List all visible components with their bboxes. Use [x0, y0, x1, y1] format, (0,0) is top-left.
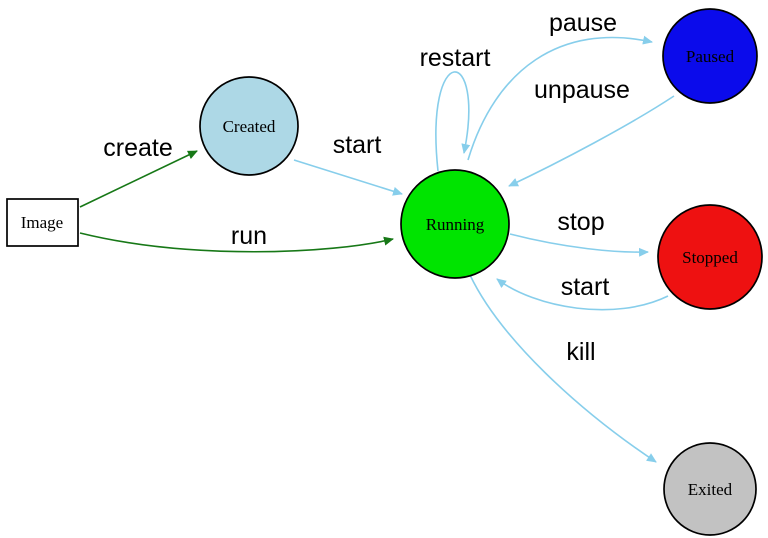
paused-node-label: Paused: [686, 47, 735, 66]
edge-kill-label: kill: [566, 338, 595, 366]
created-node-shape: [199, 76, 299, 176]
node-running: Running: [400, 169, 510, 279]
stopped-node-shape: [657, 204, 763, 310]
edges-layer: [79, 35, 675, 463]
edge-pause-arrow: [467, 35, 653, 161]
stopped-node-label: Stopped: [682, 248, 738, 267]
node-stopped: Stopped: [657, 204, 763, 310]
image-node-label: Image: [21, 213, 63, 232]
edge-run-label: run: [231, 222, 267, 250]
edge-stop-arrow: [509, 233, 649, 257]
running-node-shape: [400, 169, 510, 279]
nodes-layer: Image Created Running Paused Stopped Exi: [6, 8, 763, 536]
edge-create-label: create: [103, 134, 172, 162]
exited-node-label: Exited: [688, 480, 733, 499]
edge-start-created-running-arrow: [293, 159, 403, 196]
created-node-label: Created: [223, 117, 276, 136]
edge-kill-arrow: [469, 274, 657, 463]
edge-unpause-arrow: [508, 95, 675, 187]
node-created: Created: [199, 76, 299, 176]
node-image: Image: [6, 198, 79, 247]
node-exited: Exited: [663, 442, 757, 536]
edge-pause-label: pause: [549, 9, 617, 37]
edge-start-stopped-running-arrow: [496, 278, 669, 311]
edge-start-created-running-label: start: [333, 131, 382, 159]
edge-stop-label: stop: [557, 208, 604, 236]
running-node-label: Running: [426, 215, 485, 234]
edge-restart-selfloop-arrow: [435, 71, 471, 172]
paused-node-shape: [662, 8, 758, 104]
edge-run-arrow: [79, 232, 394, 253]
edge-labels-layer: create run start restart pause unpause s…: [103, 9, 630, 366]
edge-unpause-label: unpause: [534, 76, 630, 104]
edge-start-stopped-running-label: start: [561, 273, 610, 301]
edge-restart-label: restart: [420, 44, 491, 72]
node-paused: Paused: [662, 8, 758, 104]
edge-create-arrow: [79, 150, 198, 208]
exited-node-shape: [663, 442, 757, 536]
image-node-shape: [6, 198, 79, 247]
